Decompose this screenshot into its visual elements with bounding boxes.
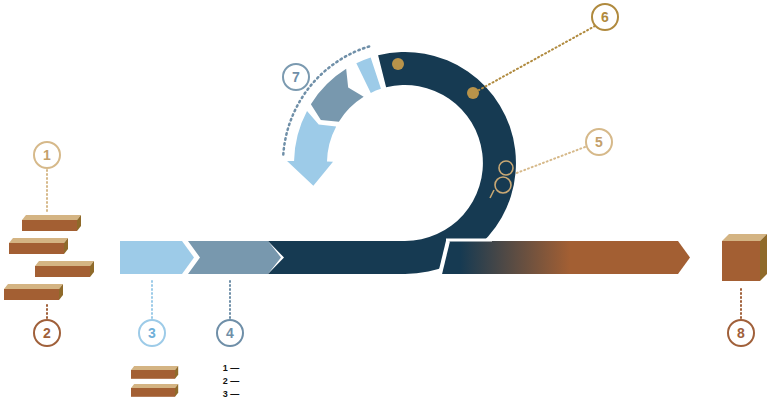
- output-cube: [722, 234, 767, 281]
- band-separator: [440, 241, 448, 274]
- callout-circle: [586, 129, 612, 155]
- callout-number: 1: [43, 148, 51, 162]
- brick: [22, 215, 81, 231]
- loop-segment: [356, 56, 385, 93]
- leader-line: [46, 302, 48, 318]
- brick: [9, 238, 68, 254]
- loop-arrow: [285, 110, 338, 187]
- callout-circle: [283, 64, 309, 90]
- callout-number: 6: [601, 10, 609, 24]
- dotted-arc: [283, 40, 371, 160]
- callout-circle: [217, 320, 243, 346]
- callout-number: 8: [737, 326, 745, 340]
- callout-circle: [34, 142, 60, 168]
- brick: [35, 261, 94, 277]
- leader-line: [151, 280, 153, 318]
- loop-dot: [467, 87, 479, 99]
- list-item: 1 —: [223, 364, 240, 373]
- chevron-step: [120, 241, 194, 274]
- output-band: [440, 241, 690, 274]
- callout-number: 4: [226, 326, 234, 340]
- list-item: 2 —: [223, 377, 240, 386]
- loop-dot: [392, 58, 404, 70]
- small-brick: [131, 366, 178, 379]
- leader-line: [46, 170, 48, 212]
- callout-circle: [592, 4, 618, 30]
- coil-symbol: [490, 161, 513, 198]
- list-item: 3 —: [223, 390, 240, 399]
- leader-line: [740, 286, 742, 318]
- callout-number: 7: [292, 70, 300, 84]
- callout-number: 3: [148, 326, 156, 340]
- chevron-step: [188, 241, 281, 274]
- leader-line: [514, 147, 585, 174]
- callout-number: 2: [43, 326, 51, 340]
- small-brick: [131, 384, 178, 397]
- callout-circle: [728, 320, 754, 346]
- brick: [4, 284, 63, 300]
- callout-circle: [139, 320, 165, 346]
- leader-line: [229, 280, 231, 318]
- loop-band: [268, 52, 516, 274]
- leader-line: [479, 26, 595, 90]
- band-separator: [446, 239, 492, 242]
- callout-circle: [34, 320, 60, 346]
- callout-number: 5: [595, 135, 603, 149]
